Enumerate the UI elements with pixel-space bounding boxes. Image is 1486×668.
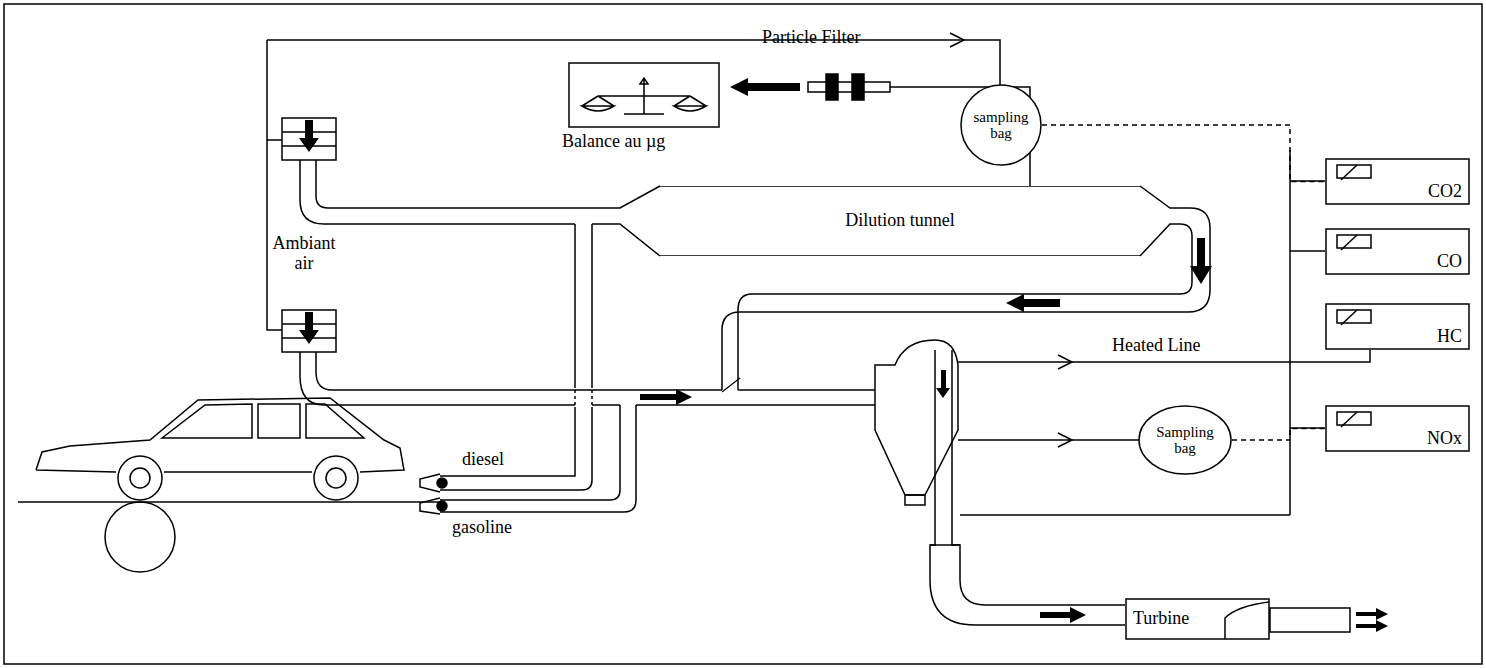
node-text: CO2: [1428, 182, 1462, 202]
analyzer-box: HC: [1325, 303, 1470, 350]
balance-box: Balance au µg: [568, 62, 720, 128]
sample-connector: [1232, 429, 1325, 441]
node-text: Balance au µg: [562, 132, 665, 152]
turbine-box: Turbine: [1125, 598, 1270, 640]
node-text: NOx: [1427, 429, 1462, 449]
label-text: diesel: [462, 450, 504, 470]
analyzer-box: NOx: [1325, 405, 1470, 452]
label-text: gasoline: [452, 518, 512, 538]
sampling-bag: sampling bag: [960, 84, 1042, 166]
node-text: HC: [1437, 327, 1462, 347]
node-text: Turbine: [1133, 609, 1189, 629]
node-text: CO: [1437, 252, 1462, 272]
analyzer-box: CO: [1325, 228, 1470, 275]
label-text: Heated Line: [1112, 336, 1200, 356]
node-text: Dilution tunnel: [845, 211, 955, 231]
label-text: Particle Filter: [762, 28, 860, 48]
node-outline: [568, 62, 720, 128]
analyzer-box: CO2: [1325, 158, 1470, 205]
node-text: Sampling bag: [1151, 424, 1219, 457]
node-text: sampling bag: [971, 109, 1030, 142]
dilution-tunnel: Dilution tunnel: [660, 186, 1140, 256]
sampling-bag: Sampling bag: [1138, 405, 1232, 475]
car: [18, 398, 440, 572]
label-text: Ambiant air: [272, 234, 336, 274]
sample-connector: [1042, 125, 1325, 182]
